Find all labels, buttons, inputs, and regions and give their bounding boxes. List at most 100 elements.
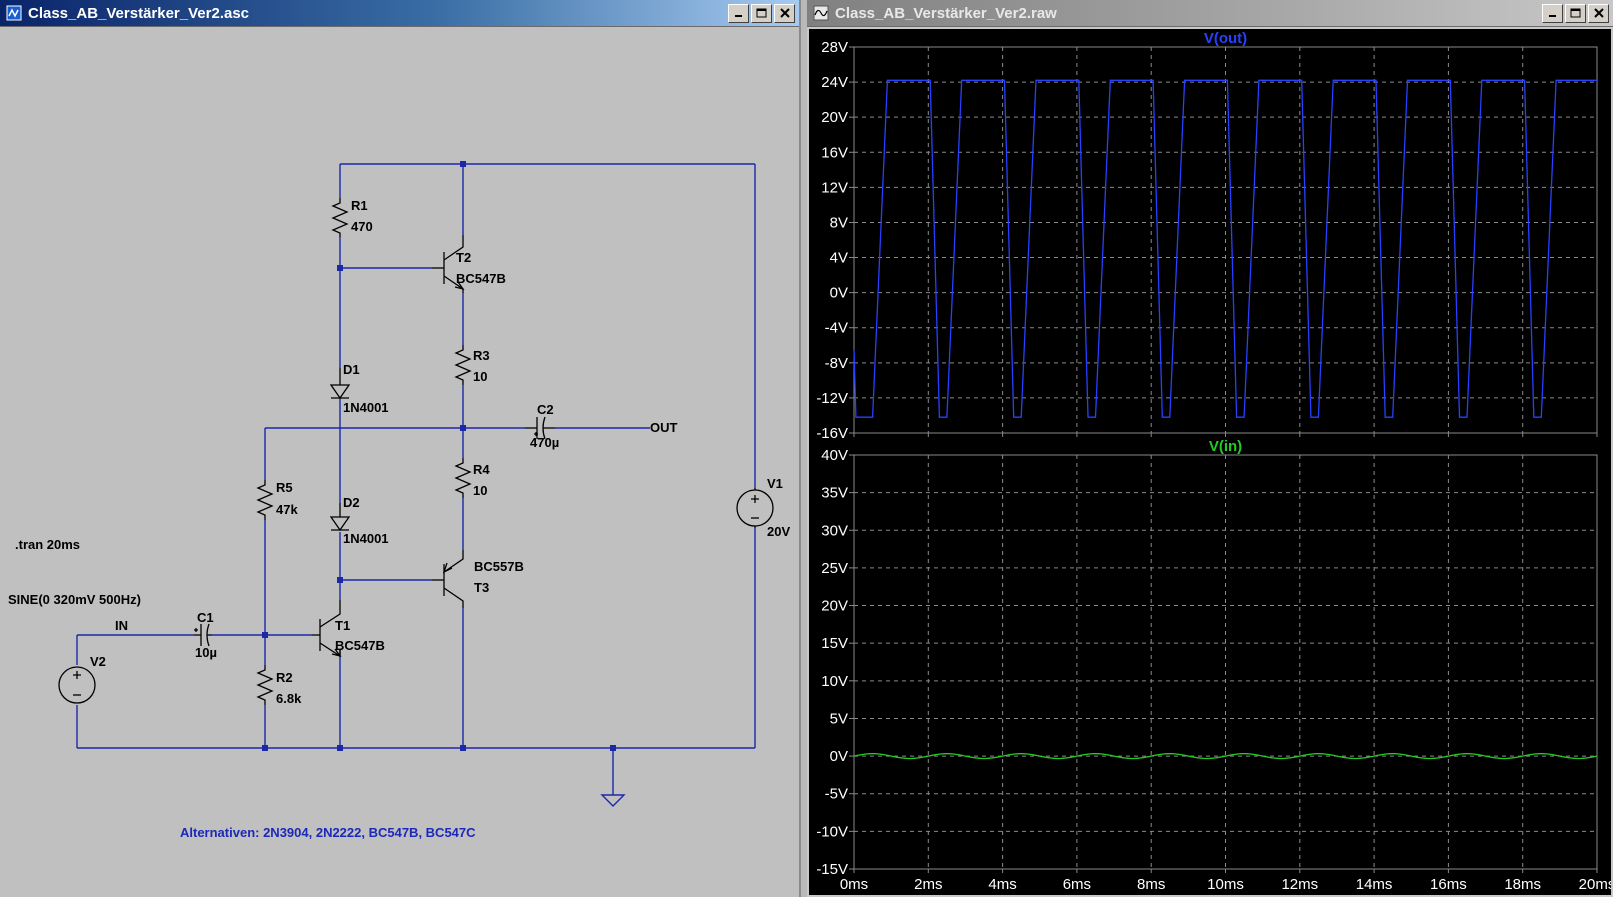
out-net-label: OUT xyxy=(650,420,678,435)
schematic-drawing[interactable]: R1 470 T2 BC547B R3 10 D1 1N4001 C2 470µ… xyxy=(2,29,797,895)
junction-dot xyxy=(460,745,466,751)
maximize-icon xyxy=(756,8,767,18)
c1-value: 10µ xyxy=(195,645,217,660)
v1-name: V1 xyxy=(767,476,783,491)
d2-value: 1N4001 xyxy=(343,531,389,546)
r5-value: 47k xyxy=(276,502,298,517)
waveform-titlebar[interactable]: Class_AB_Verstärker_Ver2.raw xyxy=(807,0,1613,27)
y-tick-label: -5V xyxy=(825,786,848,803)
t1-value: BC547B xyxy=(335,638,385,653)
y-tick-label: 4V xyxy=(830,250,848,267)
x-tick-label: 20ms xyxy=(1579,876,1611,893)
capacitor-c1 xyxy=(194,623,212,647)
t2-name: T2 xyxy=(456,250,471,265)
y-tick-label: 30V xyxy=(821,522,848,539)
d1-value: 1N4001 xyxy=(343,400,389,415)
y-tick-label: 0V xyxy=(830,285,848,302)
c1-name: C1 xyxy=(197,610,214,625)
r5-name: R5 xyxy=(276,480,293,495)
capacitor-c2 xyxy=(525,416,555,440)
schematic-window[interactable]: Class_AB_Verstärker_Ver2.asc xyxy=(0,0,801,897)
r4-value: 10 xyxy=(473,483,487,498)
y-tick-label: 25V xyxy=(821,560,848,577)
resistor-r5 xyxy=(256,480,274,520)
waveform-viewer-icon xyxy=(813,5,829,21)
y-tick-label: -8V xyxy=(825,355,848,372)
junction-dot xyxy=(337,265,343,271)
r2-value: 6.8k xyxy=(276,691,302,706)
trace-title: V(out) xyxy=(1204,30,1247,47)
alternatives-comment: Alternativen: 2N3904, 2N2222, BC547B, BC… xyxy=(180,825,476,840)
y-tick-label: 10V xyxy=(821,673,848,690)
trace-title: V(in) xyxy=(1209,438,1242,455)
y-tick-label: 8V xyxy=(830,214,848,231)
diode-d1 xyxy=(329,368,351,400)
resistor-r4 xyxy=(454,458,472,498)
x-tick-label: 18ms xyxy=(1504,876,1541,893)
transistor-t2 xyxy=(432,235,465,293)
v1-value: 20V xyxy=(767,524,790,539)
junctions xyxy=(262,161,616,751)
trace-vout xyxy=(853,79,1597,418)
y-tick-label: 5V xyxy=(830,710,848,727)
y-tick-label: -16V xyxy=(816,425,848,442)
x-tick-label: 12ms xyxy=(1281,876,1318,893)
plot-pane-vin: V(in)40V35V30V25V20V15V10V5V0V-5V-10V-15… xyxy=(816,438,1613,893)
y-tick-label: 35V xyxy=(821,485,848,502)
y-tick-label: 15V xyxy=(821,635,848,652)
y-tick-label: 24V xyxy=(821,74,848,91)
tran-directive: .tran 20ms xyxy=(15,537,80,552)
schematic-canvas[interactable]: R1 470 T2 BC547B R3 10 D1 1N4001 C2 470µ… xyxy=(2,29,797,895)
r1-name: R1 xyxy=(351,198,368,213)
voltage-source-v2 xyxy=(58,666,96,704)
waveform-window[interactable]: Class_AB_Verstärker_Ver2.raw V(out) 28V 24… xyxy=(807,0,1613,897)
wires xyxy=(76,163,756,795)
junction-dot xyxy=(610,745,616,751)
t2-value: BC547B xyxy=(456,271,506,286)
x-tick-label: 10ms xyxy=(1207,876,1244,893)
y-tick-label: 40V xyxy=(821,447,848,464)
transistor-t1 xyxy=(312,600,342,658)
resistor-r3 xyxy=(454,345,472,385)
close-button[interactable] xyxy=(1588,3,1609,23)
y-tick-label: 16V xyxy=(821,144,848,161)
y-tick-label: 28V xyxy=(821,39,848,56)
ltspice-schematic-icon xyxy=(6,5,22,21)
waveform-plots[interactable]: V(out)28V24V20V16V12V8V4V0V-4V-8V-12V-16… xyxy=(809,29,1613,895)
minimize-button[interactable] xyxy=(1542,3,1563,23)
t1-name: T1 xyxy=(335,618,350,633)
maximize-button[interactable] xyxy=(1565,3,1586,23)
close-button[interactable] xyxy=(774,3,795,23)
c2-value: 470µ xyxy=(530,435,559,450)
resistor-r1 xyxy=(331,198,349,237)
t3-name: T3 xyxy=(474,580,489,595)
junction-dot xyxy=(460,425,466,431)
minimize-button[interactable] xyxy=(728,3,749,23)
schematic-titlebar[interactable]: Class_AB_Verstärker_Ver2.asc xyxy=(0,0,799,27)
x-tick-label: 14ms xyxy=(1356,876,1393,893)
y-tick-label: 12V xyxy=(821,179,848,196)
r2-name: R2 xyxy=(276,670,293,685)
plot-pane-vout: V(out)28V24V20V16V12V8V4V0V-4V-8V-12V-16… xyxy=(816,30,1598,442)
x-tick-label: 8ms xyxy=(1137,876,1165,893)
maximize-button[interactable] xyxy=(751,3,772,23)
junction-dot xyxy=(262,745,268,751)
maximize-icon xyxy=(1570,8,1581,18)
trace-vin xyxy=(853,753,1598,760)
y-tick-label: -10V xyxy=(816,823,848,840)
t3-value: BC557B xyxy=(474,559,524,574)
y-tick-label: -15V xyxy=(816,861,848,878)
junction-dot xyxy=(460,161,466,167)
y-tick-label: -4V xyxy=(825,320,848,337)
voltage-source-v1 xyxy=(736,488,774,528)
c2-name: C2 xyxy=(537,402,554,417)
junction-dot xyxy=(262,632,268,638)
y-tick-label: 20V xyxy=(821,109,848,126)
d1-name: D1 xyxy=(343,362,360,377)
r4-name: R4 xyxy=(473,462,490,477)
x-tick-label: 2ms xyxy=(914,876,942,893)
x-tick-label: 0ms xyxy=(840,876,868,893)
minimize-icon xyxy=(734,15,742,17)
v2-value: SINE(0 320mV 500Hz) xyxy=(8,592,141,607)
